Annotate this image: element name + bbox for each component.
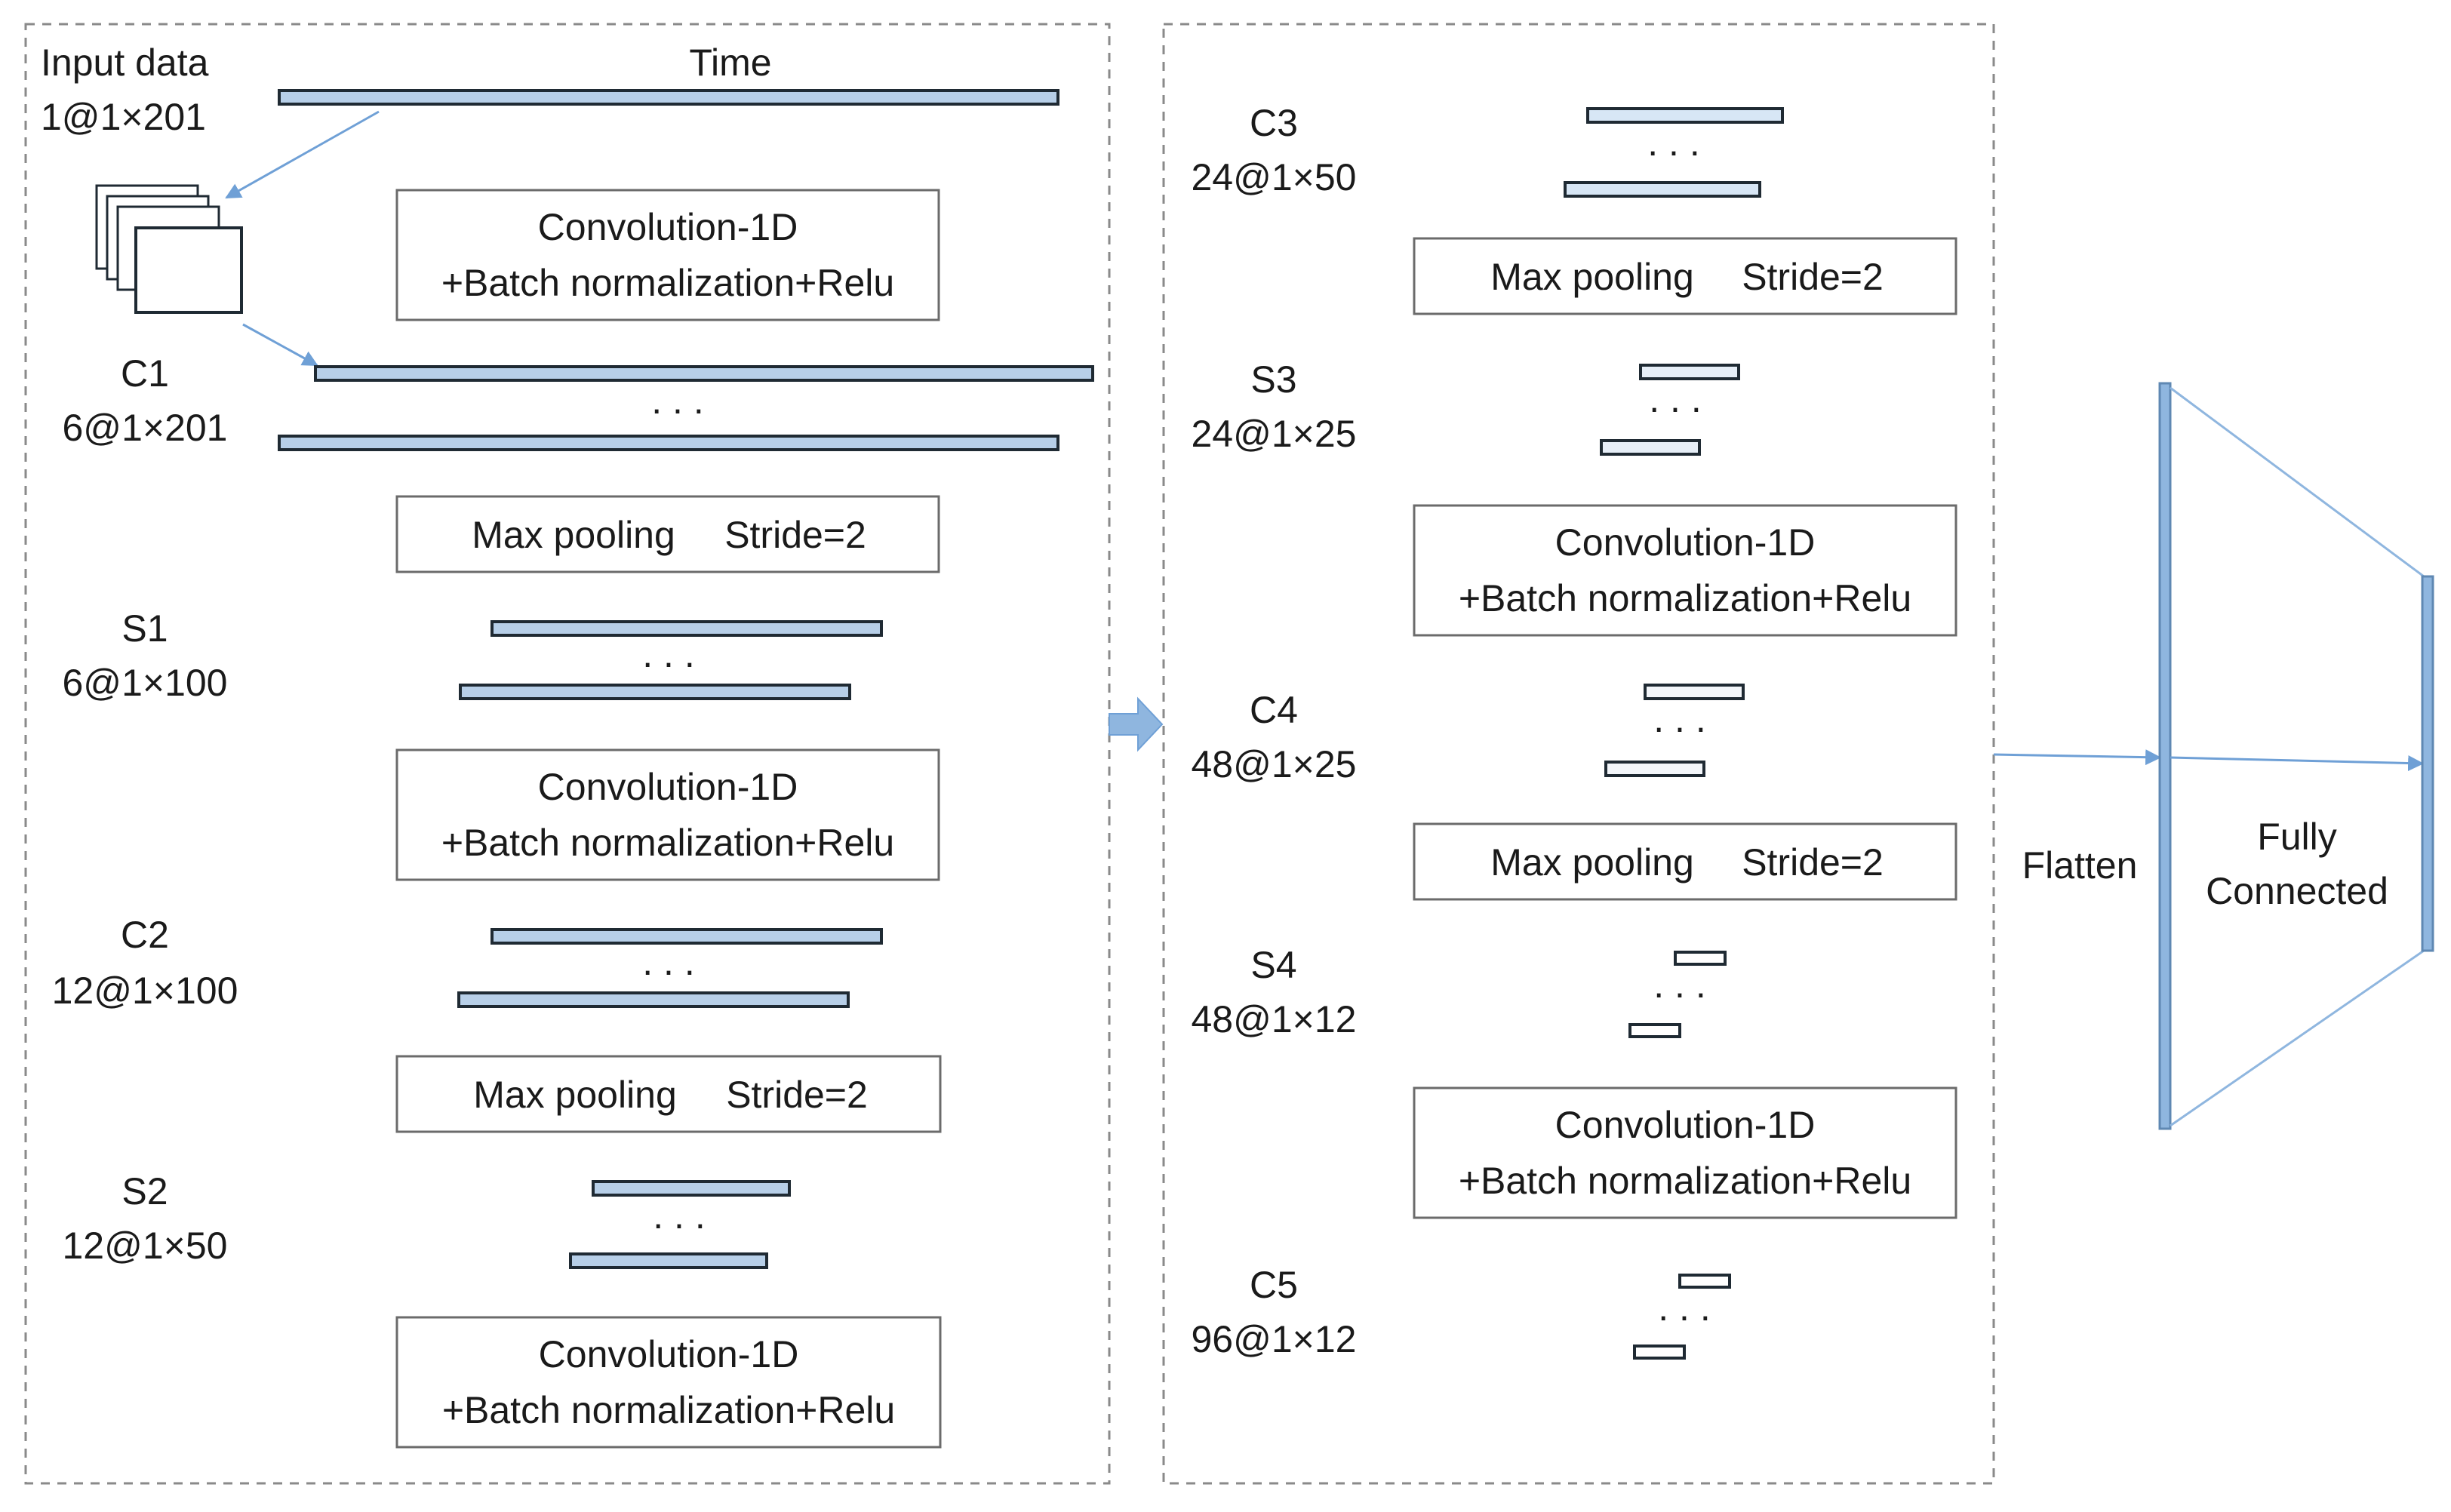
flatten-vector xyxy=(2158,382,2172,1130)
c1-dims: 6@1×201 xyxy=(63,407,228,449)
input-signal-bar xyxy=(278,89,1059,106)
conv-box-2-line1: Convolution-1D xyxy=(538,766,798,808)
conv-box-2 xyxy=(395,748,940,881)
s3-dims: 24@1×25 xyxy=(1192,413,1357,455)
s4-feature-bar-top xyxy=(1674,951,1727,966)
pool-box-1-stride: Stride=2 xyxy=(724,514,866,556)
input-data-dims: 1@1×201 xyxy=(41,96,206,138)
s1-name: S1 xyxy=(121,607,168,650)
conv-box-1 xyxy=(395,189,940,321)
conv-box-2-line2: +Batch normalization+Relu xyxy=(441,822,894,864)
s1-ellipsis: . . . xyxy=(642,633,694,675)
s2-feature-bar-bottom xyxy=(569,1252,768,1269)
flatten-label: Flatten xyxy=(2022,844,2138,887)
pool-box-2-stride: Stride=2 xyxy=(726,1074,868,1116)
conv-box-1-line1: Convolution-1D xyxy=(538,206,798,248)
c5-feature-bar-bottom xyxy=(1633,1345,1686,1360)
c2-name: C2 xyxy=(121,914,169,956)
kernel-stack-icon xyxy=(95,184,243,314)
s1-feature-bar-top xyxy=(491,620,883,637)
c3-dims: 24@1×50 xyxy=(1192,156,1357,198)
pool-box-3-stride: Stride=2 xyxy=(1742,256,1884,298)
c1-feature-bar-bottom xyxy=(278,435,1059,451)
c3-name: C3 xyxy=(1250,102,1298,144)
c1-ellipsis: . . . xyxy=(651,380,703,422)
c5-name: C5 xyxy=(1250,1264,1298,1306)
c2-ellipsis: . . . xyxy=(642,941,694,983)
s4-feature-bar-bottom xyxy=(1628,1023,1681,1038)
pool-box-2-name: Max pooling xyxy=(473,1074,677,1116)
fc-connection-bottom xyxy=(2170,949,2425,1127)
s3-feature-bar-bottom xyxy=(1600,439,1701,456)
s3-ellipsis: . . . xyxy=(1649,378,1701,420)
s2-name: S2 xyxy=(121,1170,168,1212)
c2-feature-bar-bottom xyxy=(457,991,850,1008)
conv-box-3 xyxy=(395,1316,942,1449)
fc-connection-middle xyxy=(2170,755,2425,772)
s2-ellipsis: . . . xyxy=(653,1194,705,1237)
fc-label-line2: Connected xyxy=(2206,870,2388,912)
left-panel-border xyxy=(24,23,1111,1485)
c5-feature-bar-top xyxy=(1678,1274,1731,1289)
pool-box-4 xyxy=(1413,822,1957,901)
continuation-arrow xyxy=(1109,696,1164,752)
c3-feature-bar-top xyxy=(1586,107,1784,124)
c1-name: C1 xyxy=(121,352,169,395)
c5-ellipsis: . . . xyxy=(1658,1286,1710,1329)
fc-label-line1: Fully xyxy=(2257,816,2337,858)
s4-ellipsis: . . . xyxy=(1653,963,1705,1006)
conv-box-4-line2: +Batch normalization+Relu xyxy=(1459,577,1911,619)
pool-box-4-stride: Stride=2 xyxy=(1742,841,1884,884)
conv-box-3-line2: +Batch normalization+Relu xyxy=(442,1389,895,1431)
conv-box-1-line2: +Batch normalization+Relu xyxy=(441,262,894,304)
right-panel-border xyxy=(1162,23,1995,1485)
pool-box-1 xyxy=(395,495,940,573)
conv-box-5 xyxy=(1413,1086,1957,1219)
fc-connection-top xyxy=(2170,386,2425,578)
fc-output-vector xyxy=(2421,575,2434,952)
c2-dims: 12@1×100 xyxy=(52,970,238,1012)
c4-dims: 48@1×25 xyxy=(1192,743,1357,785)
s3-feature-bar-top xyxy=(1639,364,1740,380)
conv-box-5-line1: Convolution-1D xyxy=(1555,1104,1816,1146)
conv-box-5-line2: +Batch normalization+Relu xyxy=(1459,1160,1911,1202)
s4-name: S4 xyxy=(1250,944,1296,986)
c4-feature-bar-bottom xyxy=(1604,761,1705,777)
pool-box-3 xyxy=(1413,237,1957,315)
pool-box-2 xyxy=(395,1055,942,1133)
c2-feature-bar-top xyxy=(491,928,883,945)
s4-dims: 48@1×12 xyxy=(1192,998,1357,1040)
s1-feature-bar-bottom xyxy=(459,684,851,700)
s1-dims: 6@1×100 xyxy=(63,662,228,704)
c1-feature-bar-top xyxy=(314,365,1094,382)
input-data-label: Input data xyxy=(41,41,209,84)
conv-box-3-line1: Convolution-1D xyxy=(539,1333,799,1375)
s2-feature-bar-top xyxy=(592,1180,791,1197)
conv-box-4 xyxy=(1413,504,1957,637)
time-label: Time xyxy=(689,41,771,84)
flatten-arrow xyxy=(1993,749,2162,766)
c3-feature-bar-bottom xyxy=(1564,181,1761,198)
c4-feature-bar-top xyxy=(1644,684,1745,700)
input-to-kernel-arrow xyxy=(225,110,380,199)
c4-name: C4 xyxy=(1250,689,1298,731)
kernel-to-c1-arrow xyxy=(242,323,318,367)
pool-box-1-name: Max pooling xyxy=(472,514,675,556)
pool-box-3-name: Max pooling xyxy=(1490,256,1694,298)
conv-box-4-line1: Convolution-1D xyxy=(1555,521,1816,564)
s3-name: S3 xyxy=(1250,358,1296,401)
c5-dims: 96@1×12 xyxy=(1192,1318,1357,1360)
s2-dims: 12@1×50 xyxy=(63,1225,228,1267)
c4-ellipsis: . . . xyxy=(1653,698,1705,740)
c3-ellipsis: . . . xyxy=(1647,121,1699,164)
pool-box-4-name: Max pooling xyxy=(1490,841,1694,884)
